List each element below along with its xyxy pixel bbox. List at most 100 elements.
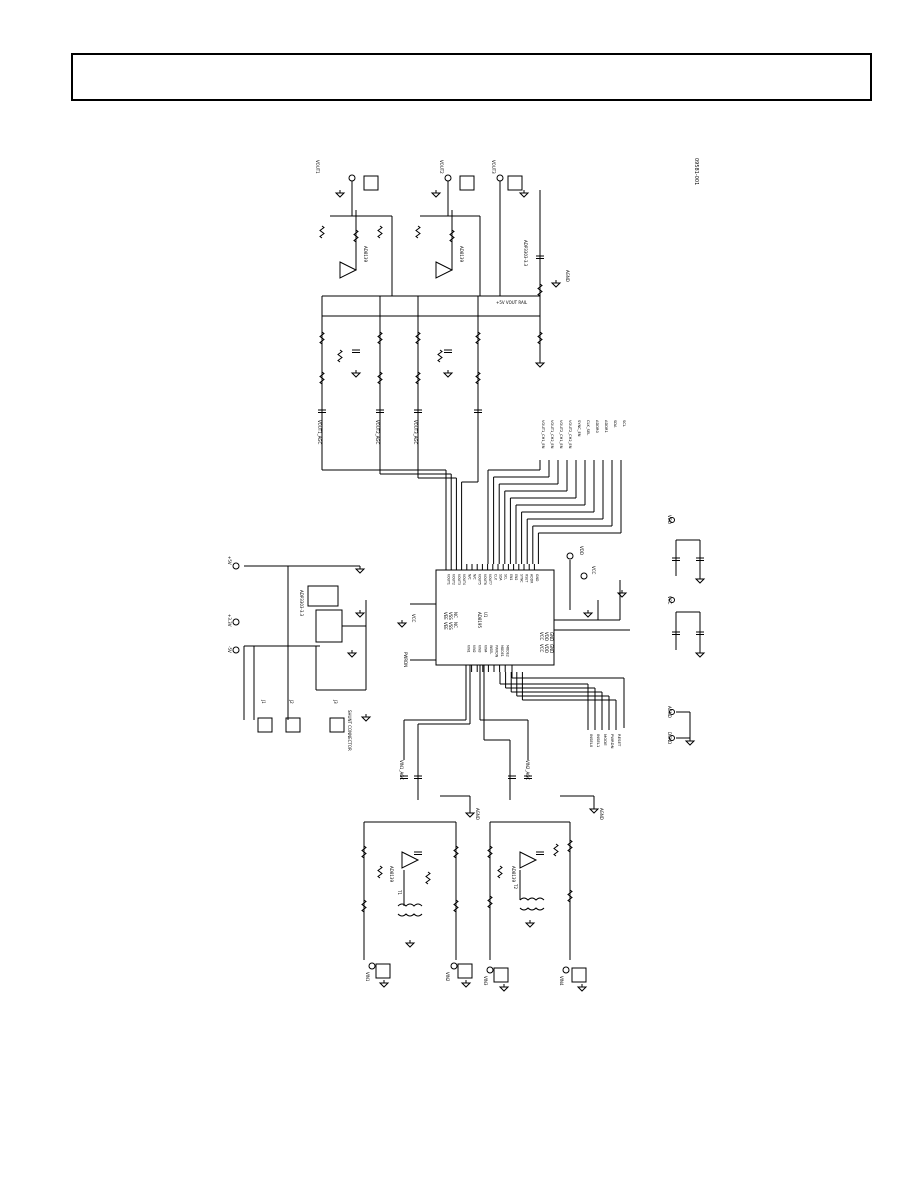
ic-bottom-pin-label: MODE2	[506, 645, 510, 657]
resistor	[437, 349, 443, 363]
net-vin1: VIN1_AGC	[399, 760, 404, 780]
ground-symbol	[378, 980, 390, 988]
input-signal-label: INSEL0	[589, 734, 594, 748]
resistor	[567, 839, 573, 853]
vout1-label: VOUT1	[315, 160, 320, 174]
power-supply-section: +5V +3.3V -5V J1 J2 J3 SHUNT CONNECTOR A…	[227, 556, 436, 751]
resistor	[537, 331, 543, 345]
conn-j1-label: J1	[261, 699, 266, 704]
control-bus	[321, 460, 622, 564]
rail-bus-label: +5V VOUT RAIL	[496, 300, 528, 305]
resistor	[567, 889, 573, 903]
ic-top-pin-label: VOUT7	[488, 574, 492, 585]
resistor	[453, 899, 459, 913]
input-signal-label: PWRDN	[610, 734, 615, 749]
ic-top-pin-label: N/C	[467, 574, 471, 580]
ground-symbol	[354, 566, 366, 574]
ground-symbol	[460, 980, 472, 988]
vin2-label: VIN2	[445, 972, 450, 982]
figure-id: 09581-001	[693, 158, 699, 185]
input-signal-label: RESET	[617, 734, 622, 747]
ground-symbol	[442, 370, 454, 378]
ic-top-pin-label: GND	[535, 574, 539, 582]
ic-top-pin-label: EN1	[509, 574, 513, 580]
resistor	[377, 331, 383, 345]
ground-symbol	[346, 650, 358, 658]
ground-symbol	[354, 610, 366, 618]
aux-vdd-label: VDD	[579, 546, 584, 555]
resistor	[319, 371, 325, 385]
lower-agnd-2: AGND	[599, 808, 604, 820]
resistor	[487, 845, 493, 859]
header-frame	[71, 53, 872, 101]
ic-right-pin-1: VCC	[539, 632, 544, 641]
ctrl-bus-label: CLK_SEL	[586, 420, 590, 435]
resistor	[453, 845, 459, 859]
ic-top-pin-label: CLK	[493, 574, 497, 581]
resistor	[377, 225, 383, 239]
vin3-label: VIN3	[483, 976, 488, 986]
decoupling-section: VDD VCC AGND DGND	[667, 515, 704, 744]
ground-symbol	[498, 984, 510, 992]
resistor	[497, 865, 503, 879]
ic-top-pin-label: EN2	[514, 574, 518, 580]
resistor	[537, 283, 543, 297]
ic-right-pin-6: GND	[549, 644, 554, 653]
vin1-label: VIN1	[365, 972, 370, 982]
ic-bottom-pin-label: VIN3	[478, 645, 482, 653]
ic-designator: U1	[483, 612, 488, 618]
ctrl-bus-label: VOUT2_CH1_EN	[559, 420, 563, 449]
ground-symbol	[404, 940, 416, 948]
dec-agnd-label: AGND	[667, 706, 672, 718]
ctrl-bus-label: ADDR1	[604, 420, 608, 433]
ground-symbol	[534, 360, 546, 368]
ic-part: AD8195	[477, 612, 482, 628]
ground-symbol	[694, 576, 706, 584]
resistor	[361, 845, 367, 859]
resistor	[361, 899, 367, 913]
dec-dgnd-label: DGND	[667, 732, 672, 744]
ground-symbol	[360, 714, 372, 722]
ic-top-pin-label: SCL	[504, 574, 508, 580]
ic-right-pin-2: VCC	[539, 644, 544, 653]
ic-bottom-pin-label: VIN4	[483, 645, 487, 653]
ground-symbol	[396, 620, 408, 628]
pwrdn-net-label: PWRDN	[403, 652, 408, 667]
ic-bottom-pin-label: VIN1	[467, 645, 471, 653]
ground-symbol	[350, 370, 362, 378]
ic-bottom-pin-label: MODE1	[500, 645, 504, 657]
ground-symbol	[588, 806, 600, 814]
opamp-4-part: AD8139	[511, 866, 516, 882]
ic-left-pin-6: NC	[453, 622, 458, 628]
resistor	[553, 843, 559, 857]
ic-left-pin-2: VEE	[443, 622, 448, 630]
opamp-2-part: AD8139	[459, 246, 464, 262]
ic-bottom-pin-label: PWRDN	[495, 645, 499, 658]
ground-symbol	[524, 920, 536, 928]
ic-top-pin-label: VOUT6	[483, 574, 487, 585]
resistor	[415, 331, 421, 345]
ground-symbol	[576, 984, 588, 992]
ic-top-pin-label: VOUT4	[462, 574, 466, 585]
ic-left-pin-1: VEE	[443, 612, 448, 620]
ctrl-bus-label: SCL	[622, 420, 626, 427]
input-signal-label: INSEL1	[596, 734, 601, 748]
ic-top-pin-label: ADDR	[530, 574, 534, 584]
net-vout1: VOUT1_AGC	[317, 420, 322, 444]
ic-top-pin-label: VOUT2	[452, 574, 456, 585]
transformer-2: T2	[513, 883, 518, 889]
resistor	[415, 371, 421, 385]
ground-symbol	[582, 610, 594, 618]
ic-left-pin-4: VSS	[448, 622, 453, 630]
opamp-3-part: AD8139	[389, 866, 394, 882]
conn-j3-label: J3	[333, 699, 338, 704]
input-section: VIN1 VIN2 VIN3 VIN4 VIN1_AGC VIN2_AGC AD…	[361, 665, 604, 986]
ctrl-bus-label: SYNC_EN	[577, 420, 581, 437]
ground-symbol	[694, 650, 706, 658]
resistor	[319, 331, 325, 345]
input-signal-label: MODE	[603, 734, 608, 746]
reg-part: ADP3303-3.3	[523, 240, 528, 267]
vout2-label: VOUT2	[439, 160, 444, 174]
ctrl-bus-label: SDA	[613, 420, 617, 428]
